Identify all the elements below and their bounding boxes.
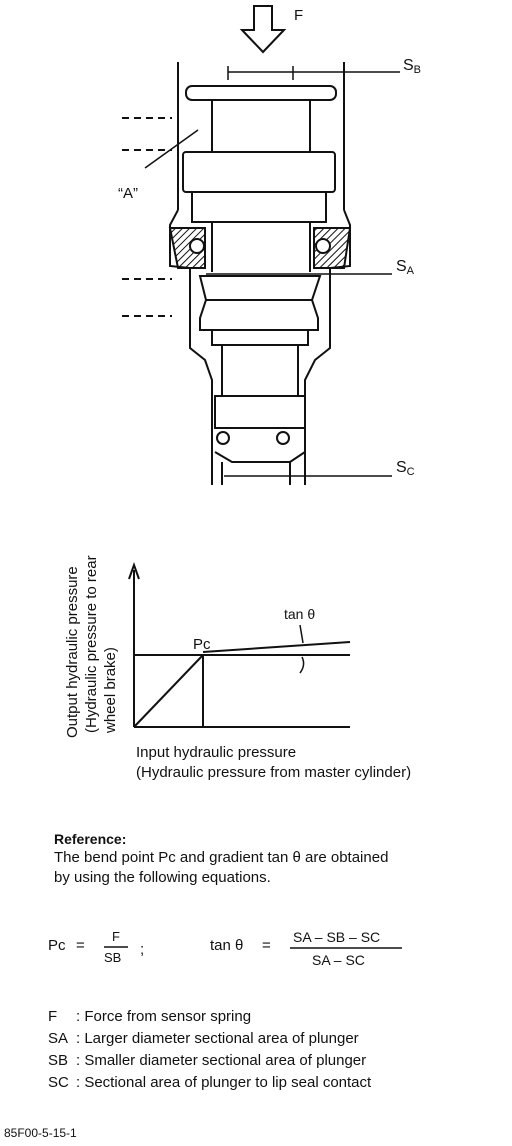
tan-label: tan θ [284, 606, 315, 622]
sc-label: SC [396, 459, 415, 478]
ylabel-line3: wheel brake) [102, 647, 119, 734]
plunger-body-a [182, 151, 336, 193]
equations: Pc= F SB ; tan θ= SA – SB – SC SA – SC [48, 929, 402, 968]
legend-row-sb: SB: Smaller diameter sectional area of p… [48, 1052, 367, 1069]
pc-label: Pc [193, 636, 211, 653]
reference-line-2: by using the following equations. [54, 869, 271, 886]
left-seal [168, 227, 206, 269]
pressure-graph: Pc tan θ Output hydraulic pressure (Hydr… [64, 555, 411, 781]
legend-row-sc: SC: Sectional area of plunger to lip sea… [48, 1074, 372, 1091]
gradient-line [202, 641, 351, 653]
reference-line-1: The bend point Pc and gradient tan θ are… [54, 849, 389, 866]
valve-diagram: F “A” SB SA SC [118, 5, 421, 485]
ylabel-line2: (Hydraulic pressure to rear [83, 555, 100, 733]
tan-equation-lhs: tan θ= [210, 937, 271, 954]
sa-label: SA [396, 258, 415, 277]
force-arrow-icon [239, 5, 287, 54]
pc-equation-num: F [112, 929, 120, 944]
plunger-top-cap [185, 85, 337, 101]
pc-equation-den: SB [104, 950, 121, 965]
xlabel-line2: (Hydraulic pressure from master cylinder… [136, 764, 411, 781]
tan-equation-num: SA – SB – SC [293, 929, 380, 945]
figure-code: 85F00-5-15-1 [4, 1126, 77, 1140]
reference-title: Reference: [54, 831, 127, 847]
xlabel-line1: Input hydraulic pressure [136, 744, 296, 761]
part-a-label: “A” [118, 185, 138, 202]
force-label: F [294, 7, 303, 24]
sb-label: SB [403, 57, 421, 76]
ylabel-line1: Output hydraulic pressure [64, 566, 81, 738]
legend-row-sa: SA: Larger diameter sectional area of pl… [48, 1030, 359, 1047]
legend-row-f: F: Force from sensor spring [48, 1008, 252, 1025]
pc-equation-lhs: Pc= [48, 937, 85, 954]
tan-equation-den: SA – SC [312, 952, 365, 968]
rise-line [133, 654, 204, 728]
svg-text:;: ; [140, 941, 144, 958]
